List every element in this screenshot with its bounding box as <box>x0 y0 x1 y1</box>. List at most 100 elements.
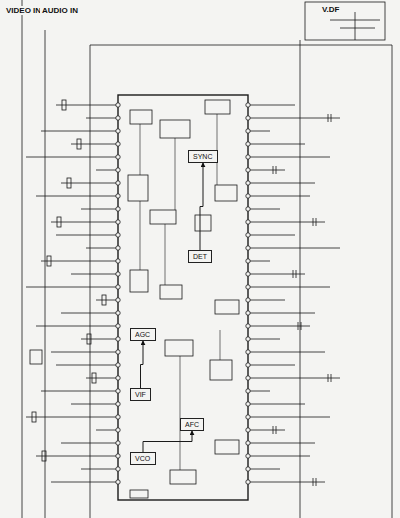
ic-pin <box>246 103 250 107</box>
ic-pin <box>246 194 250 198</box>
ic-pin <box>246 233 250 237</box>
pin-wire <box>250 313 315 314</box>
capacitor-symbol <box>313 218 316 226</box>
pin-wire <box>250 430 285 431</box>
block-label: DET <box>193 253 207 260</box>
ic-pin <box>246 129 250 133</box>
ic-pin <box>116 311 120 315</box>
pin-wire <box>81 339 116 340</box>
ic-pin <box>246 155 250 159</box>
pin-wire <box>250 261 270 262</box>
ic-pin <box>116 181 120 185</box>
resistor-symbol <box>77 139 81 149</box>
wiring-group <box>22 0 392 518</box>
pin-wire <box>86 248 116 249</box>
block-label: AFC <box>185 421 199 428</box>
pin-wire <box>250 274 305 275</box>
resistor-symbol <box>92 373 96 383</box>
signal-connector <box>143 431 192 452</box>
pin-wire <box>96 170 116 171</box>
ic-outline <box>118 95 248 500</box>
ic-block <box>165 340 193 356</box>
ic-pin <box>246 454 250 458</box>
ic-pin <box>246 181 250 185</box>
pin-wire <box>250 196 310 197</box>
ic-pin <box>246 116 250 120</box>
ic-block <box>160 285 182 299</box>
ic-pin <box>246 428 250 432</box>
function-block: AFC <box>180 418 204 431</box>
function-block: SYNC <box>188 150 218 163</box>
function-block: VCO <box>130 452 156 465</box>
ic-pin <box>246 376 250 380</box>
ic-block <box>215 440 239 454</box>
pin-wire <box>81 209 116 210</box>
ic-block <box>195 215 211 231</box>
pin-wire <box>41 261 116 262</box>
ic-pin <box>246 142 250 146</box>
capacitor-symbol <box>313 478 316 486</box>
resistor-symbol <box>47 256 51 266</box>
function-block: AGC <box>130 328 156 341</box>
ic-pin <box>116 272 120 276</box>
pin-wire <box>250 235 295 236</box>
pin-wire <box>61 313 116 314</box>
internal-wire <box>140 114 220 470</box>
pin-wire <box>81 469 116 470</box>
resistor-symbol <box>42 451 46 461</box>
pin-wire <box>86 378 116 379</box>
bus-wire <box>22 0 392 518</box>
ic-pin <box>246 246 250 250</box>
ic-pin <box>116 233 120 237</box>
capacitor-symbol <box>273 166 276 174</box>
ic-pin <box>246 363 250 367</box>
ic-pin <box>116 129 120 133</box>
ic-pin <box>116 324 120 328</box>
ic-pin <box>116 480 120 484</box>
pin-wire <box>250 404 305 405</box>
ic-pin <box>246 324 250 328</box>
pin-wire <box>26 287 116 288</box>
pin-wire <box>61 183 116 184</box>
function-block: DET <box>188 250 212 263</box>
pin-wire <box>250 456 310 457</box>
ic-pin <box>246 168 250 172</box>
pin-wire <box>250 118 340 119</box>
pin-wire <box>41 391 116 392</box>
function-block: VIF <box>130 388 151 401</box>
ic-pin <box>116 454 120 458</box>
ic-pin <box>116 194 120 198</box>
signal-label: VIDEO IN <box>4 6 43 15</box>
resistor-symbol <box>32 412 36 422</box>
ic-pin <box>246 311 250 315</box>
ic-block <box>130 110 152 124</box>
block-label: VIF <box>135 391 146 398</box>
pin-wire <box>250 209 280 210</box>
capacitor-symbol <box>293 270 296 278</box>
ic-pin <box>116 415 120 419</box>
pin-wire <box>36 326 116 327</box>
ic-pin <box>116 116 120 120</box>
ic-block <box>160 120 190 138</box>
pin-wire <box>250 339 280 340</box>
pin-wire <box>250 352 325 353</box>
ic-pin <box>116 155 120 159</box>
pin-wire <box>250 365 295 366</box>
capacitor-symbol <box>273 426 276 434</box>
ic-pin <box>116 428 120 432</box>
pin-wire <box>250 131 270 132</box>
ic-pin <box>246 441 250 445</box>
block-label: VCO <box>135 455 151 462</box>
ic-pin <box>116 259 120 263</box>
resistor-symbol <box>102 295 106 305</box>
pin-wire <box>56 235 116 236</box>
ic-pin <box>246 402 250 406</box>
ic-pin <box>246 337 250 341</box>
pin-wire <box>41 131 116 132</box>
pin-wire <box>250 482 325 483</box>
pin-wire <box>71 274 116 275</box>
pin-wire <box>250 287 330 288</box>
signal-connector <box>141 341 144 388</box>
block-label: SYNC <box>193 153 213 160</box>
ic-pin <box>116 298 120 302</box>
